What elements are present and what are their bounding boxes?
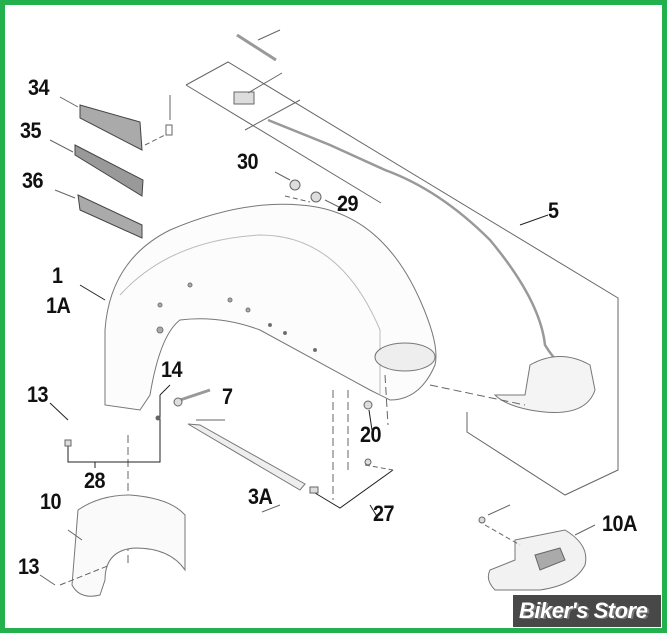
watermark-text: Biker's Store [519, 598, 648, 623]
callout-10a: 10A [602, 511, 637, 536]
rear-fender [104, 203, 437, 411]
callout-36: 36 [22, 168, 44, 193]
emblem-35 [74, 144, 144, 197]
callout-29: 29 [337, 191, 359, 216]
callout-27: 27 [373, 501, 395, 526]
nut-20 [363, 400, 373, 410]
callout-34: 34 [28, 75, 50, 100]
callout-3a: 3A [248, 484, 273, 509]
callout-13-top: 13 [27, 382, 49, 407]
nut-30 [289, 179, 301, 191]
callout-5: 5 [548, 198, 559, 223]
connector [233, 91, 255, 105]
bolt-7 [179, 388, 211, 402]
cable-tie [236, 29, 281, 62]
callout-30: 30 [237, 149, 259, 174]
callout-7: 7 [222, 384, 233, 409]
callout-13-bottom: 13 [18, 554, 40, 579]
emblem-36 [77, 194, 143, 239]
callout-35: 35 [20, 118, 42, 143]
clip [165, 124, 173, 136]
callout-10: 10 [40, 489, 62, 514]
watermark: Biker's Store [513, 595, 661, 627]
callout-20: 20 [360, 422, 382, 447]
trim-strip-3a [187, 423, 306, 491]
callout-28: 28 [84, 468, 106, 493]
harness-group-outline [185, 61, 619, 496]
bracket-10 [71, 494, 186, 597]
nut-29 [310, 191, 322, 203]
callout-14: 14 [161, 357, 183, 382]
callout-1: 1 [52, 263, 63, 288]
emblem-34 [79, 104, 143, 151]
callout-1a: 1A [46, 293, 71, 318]
tail-light [493, 356, 596, 413]
